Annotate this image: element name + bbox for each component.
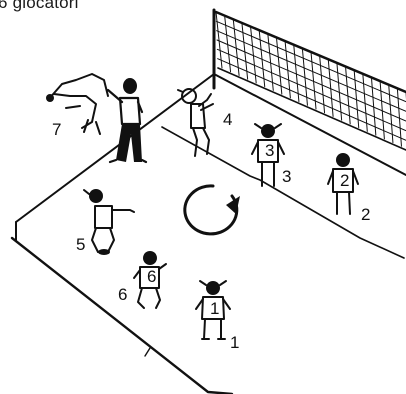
position-label-7: 7	[52, 120, 61, 139]
jersey-number: 2	[340, 171, 349, 190]
position-label-6: 6	[118, 285, 127, 304]
jersey-number: 3	[265, 141, 274, 160]
position-label-1: 1	[230, 333, 239, 352]
player-3: 3	[252, 124, 284, 186]
player-1: 1	[196, 281, 230, 339]
position-label-2: 2	[361, 205, 370, 224]
position-label-4: 4	[223, 110, 232, 129]
volleyball-net	[214, 10, 406, 150]
rotation-arrow-icon	[185, 186, 240, 234]
position-label-3: 3	[282, 167, 291, 186]
player-2: 2	[328, 153, 358, 214]
jersey-number: 1	[210, 299, 219, 318]
player-5	[84, 189, 134, 255]
position-label-5: 5	[76, 235, 85, 254]
player-4	[178, 89, 213, 156]
player-6: 6	[134, 251, 166, 308]
jersey-number: 6	[147, 267, 156, 286]
player-7	[46, 74, 146, 162]
